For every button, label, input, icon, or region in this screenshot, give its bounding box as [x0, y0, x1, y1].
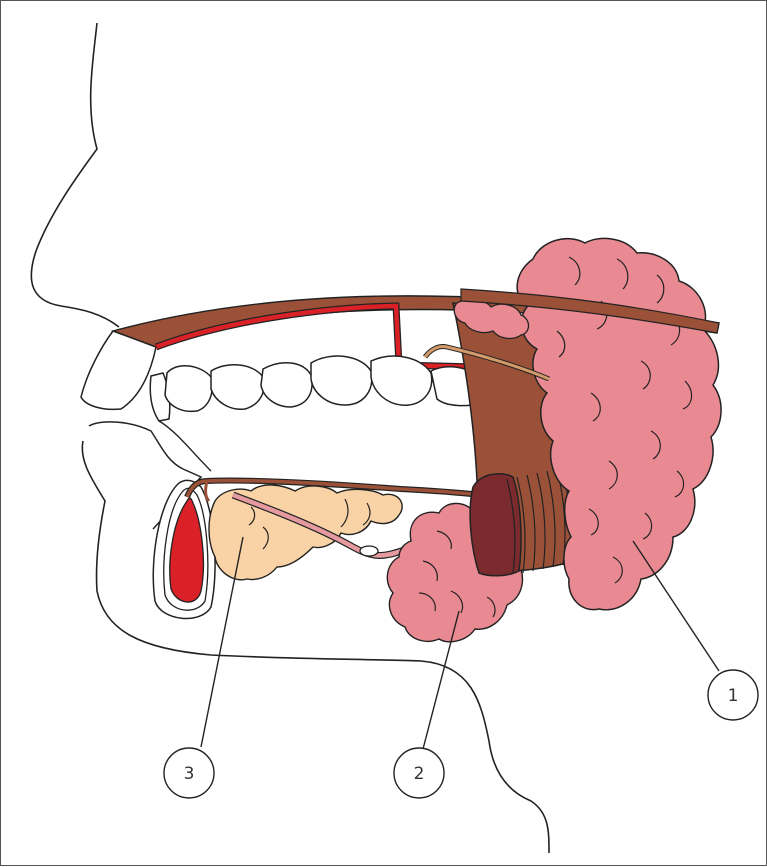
label-1: 1 [708, 670, 758, 720]
muscle-lower-cap [470, 474, 521, 576]
label-1-text: 1 [728, 686, 739, 706]
leader-line-1 [633, 541, 719, 671]
label-2-text: 2 [414, 764, 425, 784]
face-profile-outline [31, 23, 119, 327]
duct-opening [360, 546, 378, 556]
upper-incisor [81, 331, 156, 409]
label-2: 2 [394, 748, 444, 798]
lower-gum-outline [159, 421, 211, 471]
label-3: 3 [164, 748, 214, 798]
label-3-text: 3 [184, 764, 195, 784]
nerve-branch [206, 481, 209, 501]
